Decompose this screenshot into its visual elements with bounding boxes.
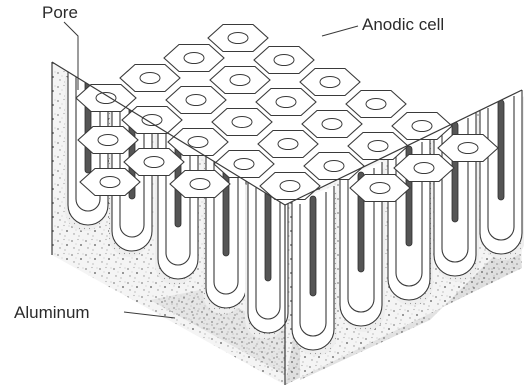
pore-opening xyxy=(322,119,342,130)
pore xyxy=(265,186,271,281)
pore-label: Pore xyxy=(42,3,78,22)
pore-opening xyxy=(186,95,206,106)
pore-opening xyxy=(184,53,204,64)
pore-opening xyxy=(96,93,116,104)
pore-opening xyxy=(234,159,254,170)
pore-opening xyxy=(190,179,210,190)
pore-opening xyxy=(100,177,120,188)
pore-opening xyxy=(368,141,388,152)
pore-opening xyxy=(276,97,296,108)
pore-opening xyxy=(324,161,344,172)
anodic-cell-leader-line xyxy=(322,26,358,36)
pore-opening xyxy=(274,55,294,66)
pore-opening xyxy=(278,139,298,150)
pore-opening xyxy=(140,73,160,84)
pore-opening xyxy=(144,157,164,168)
pore-opening xyxy=(228,33,248,44)
pore-opening xyxy=(232,117,252,128)
pore-opening xyxy=(230,75,250,86)
aluminum-label: Aluminum xyxy=(14,303,90,322)
pore-opening xyxy=(280,181,300,192)
pore-opening xyxy=(412,121,432,132)
pore-opening xyxy=(458,143,478,154)
pore-opening xyxy=(370,183,390,194)
pore xyxy=(498,100,504,200)
pore-opening xyxy=(414,163,434,174)
anodic-cell-label: Anodic cell xyxy=(362,15,444,34)
pore-opening xyxy=(320,77,340,88)
pore-opening xyxy=(188,137,208,148)
pore-opening xyxy=(98,135,118,146)
pore xyxy=(310,196,316,296)
pore-opening xyxy=(366,99,386,110)
